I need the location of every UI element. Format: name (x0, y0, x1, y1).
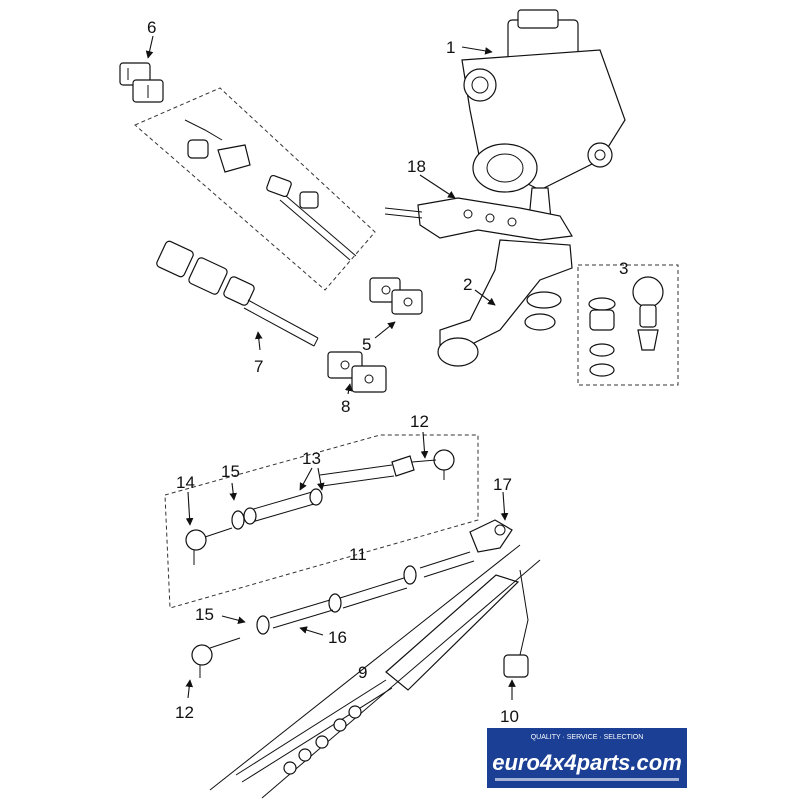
callout-9: 9 (358, 663, 367, 682)
callout-15-upper: 15 (221, 462, 240, 481)
callout-3: 3 (619, 259, 628, 278)
bracket-part-10 (503, 569, 529, 678)
group-outline-ball-joint (577, 264, 679, 386)
tie-rod-end-part-14 (185, 527, 233, 565)
logo-tagline: QUALITY · SERVICE · SELECTION (531, 734, 644, 741)
callout-12-lower: 12 (175, 703, 194, 722)
callout-labels: 1 2 3 5 6 7 8 9 10 11 12 12 13 14 15 15 … (147, 18, 628, 726)
callout-12-upper: 12 (410, 412, 429, 431)
callout-8: 8 (341, 397, 350, 416)
tie-rod-end-part-12-lower (191, 637, 241, 678)
group-outline-track-rod (164, 434, 479, 609)
callout-13: 13 (302, 449, 321, 468)
shaft-kit-parts (184, 119, 357, 261)
drag-link-bracket-part-17 (469, 519, 513, 553)
callout-10: 10 (500, 707, 519, 726)
callout-14: 14 (176, 473, 195, 492)
callout-5: 5 (362, 335, 371, 354)
steering-damper-part-9 (209, 544, 541, 799)
logo-text: euro4x4parts.com (492, 750, 682, 775)
callout-7: 7 (254, 357, 263, 376)
drop-arm-part-2 (437, 239, 573, 367)
callout-16: 16 (328, 628, 347, 647)
callout-17: 17 (493, 475, 512, 494)
track-rod-upper (231, 455, 415, 530)
intermediate-shaft-part-7 (156, 240, 319, 347)
callout-1: 1 (446, 38, 455, 57)
callout-18: 18 (407, 157, 426, 176)
brand-logo: QUALITY · SERVICE · SELECTION euro4x4par… (487, 728, 687, 788)
universal-joint-part-6 (119, 62, 164, 103)
callout-arrows (145, 35, 516, 700)
universal-joint-part-8 (327, 351, 387, 393)
tie-rod-end-part-12-upper (411, 449, 455, 480)
ball-joint-kit-part-3 (588, 276, 664, 377)
callout-6: 6 (147, 18, 156, 37)
group-outline-steering-shaft (134, 87, 376, 291)
drag-link-part-11 (256, 551, 475, 635)
callout-15-lower: 15 (195, 605, 214, 624)
steering-box-part-1 (461, 9, 626, 231)
callout-11: 11 (349, 545, 367, 564)
callout-2: 2 (463, 275, 472, 294)
universal-joint-part-5 (369, 277, 423, 315)
steering-link-part-18 (384, 197, 573, 241)
